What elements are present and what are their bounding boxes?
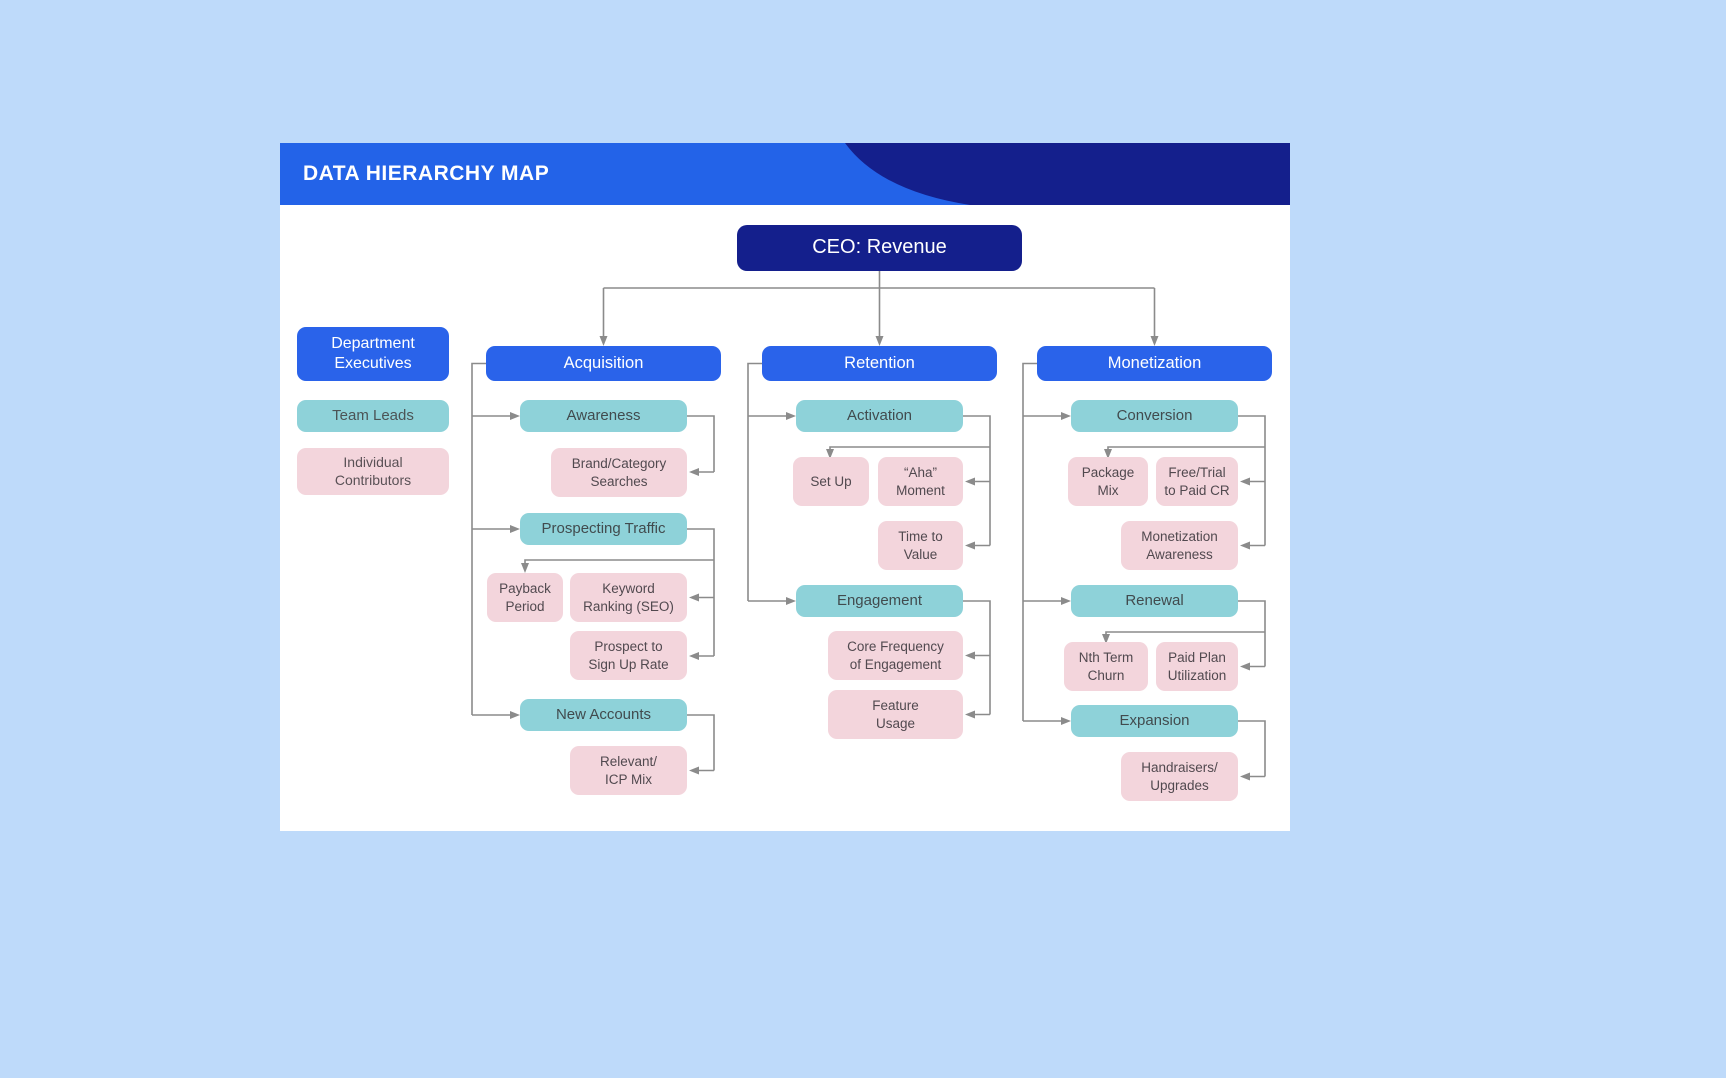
- header-curve-shape: [845, 143, 1290, 205]
- node-feature-usage: Feature Usage: [828, 690, 963, 739]
- node-free-trial-to-paid-cr: Free/Trial to Paid CR: [1156, 457, 1238, 506]
- node-time-to-value: Time to Value: [878, 521, 963, 570]
- node-prospect-to-sign-up-rate: Prospect to Sign Up Rate: [570, 631, 687, 680]
- header-band: DATA HIERARCHY MAP: [280, 143, 1290, 205]
- node-nth-term-churn: Nth Term Churn: [1064, 642, 1148, 691]
- node-activation: Activation: [796, 400, 963, 432]
- node-prospecting-traffic: Prospecting Traffic: [520, 513, 687, 545]
- node-handraisers-upgrades: Handraisers/ Upgrades: [1121, 752, 1238, 801]
- node-ceo-revenue: CEO: Revenue: [737, 225, 1022, 271]
- node-payback-period: Payback Period: [487, 573, 563, 622]
- node-core-frequency-of-engagement: Core Frequency of Engagement: [828, 631, 963, 680]
- node-aha-moment: “Aha” Moment: [878, 457, 963, 506]
- node-conversion: Conversion: [1071, 400, 1238, 432]
- legend-department-executives: Department Executives: [297, 327, 449, 381]
- legend-team-leads: Team Leads: [297, 400, 449, 432]
- page-title: DATA HIERARCHY MAP: [303, 162, 550, 185]
- node-monetization-awareness: Monetization Awareness: [1121, 521, 1238, 570]
- node-relevant-icp-mix: Relevant/ ICP Mix: [570, 746, 687, 795]
- legend-individual-contributors: Individual Contributors: [297, 448, 449, 495]
- node-keyword-ranking-seo: Keyword Ranking (SEO): [570, 573, 687, 622]
- node-monetization: Monetization: [1037, 346, 1272, 381]
- node-brand-category-searches: Brand/Category Searches: [551, 448, 687, 497]
- node-new-accounts: New Accounts: [520, 699, 687, 731]
- node-acquisition: Acquisition: [486, 346, 721, 381]
- node-expansion: Expansion: [1071, 705, 1238, 737]
- node-retention: Retention: [762, 346, 997, 381]
- node-set-up: Set Up: [793, 457, 869, 506]
- node-paid-plan-utilization: Paid Plan Utilization: [1156, 642, 1238, 691]
- node-engagement: Engagement: [796, 585, 963, 617]
- node-renewal: Renewal: [1071, 585, 1238, 617]
- node-awareness: Awareness: [520, 400, 687, 432]
- node-package-mix: Package Mix: [1068, 457, 1148, 506]
